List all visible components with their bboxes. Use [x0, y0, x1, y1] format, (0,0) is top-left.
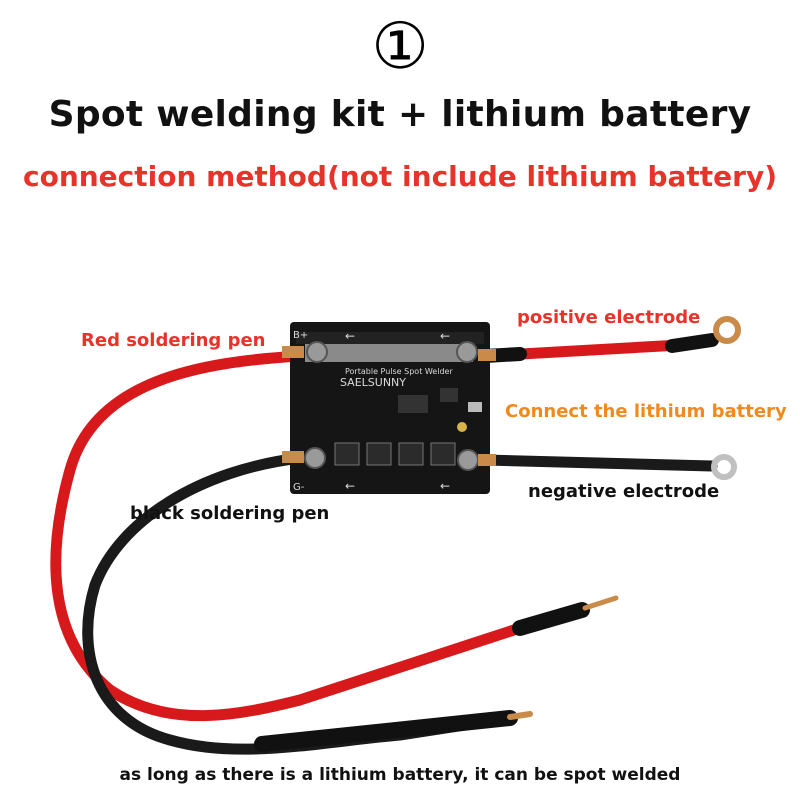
label-positive-electrode: positive electrode	[517, 307, 701, 328]
positive-ring-terminal	[713, 316, 741, 344]
label-negative-electrode: negative electrode	[528, 481, 720, 502]
label-connect-lithium-battery: Connect the lithium battery	[505, 401, 787, 422]
page-title: Spot welding kit + lithium battery	[48, 94, 752, 135]
svg-text:←: ←	[440, 479, 450, 493]
label-black-soldering-pen: black soldering pen	[130, 503, 330, 524]
board-model-text: Portable Pulse Spot Welder	[345, 367, 453, 376]
negative-ring-terminal	[711, 454, 737, 480]
negative-cable	[479, 454, 718, 472]
svg-text:←: ←	[440, 329, 450, 343]
step-number: ①	[371, 10, 429, 84]
b-plus-marking: B+	[293, 330, 308, 341]
label-red-soldering-pen: Red soldering pen	[81, 330, 266, 351]
board-brand-text: SAELSUNNY	[340, 376, 406, 389]
g-minus-marking: G-	[293, 482, 305, 493]
svg-text:←: ←	[345, 329, 355, 343]
svg-text:←: ←	[345, 479, 355, 493]
black-pen-tip	[507, 711, 533, 720]
black-pen-tube	[254, 710, 518, 752]
footer-note: as long as there is a lithium battery, i…	[119, 765, 681, 785]
red-pen-tip	[582, 595, 619, 611]
pcb-board: ← ← ← ← B+ G- Portable Pulse Spot Welder…	[282, 322, 496, 494]
red-pen-tube	[512, 602, 590, 636]
red-cable	[50, 350, 581, 722]
page-subtitle: connection method(not include lithium ba…	[22, 160, 778, 193]
